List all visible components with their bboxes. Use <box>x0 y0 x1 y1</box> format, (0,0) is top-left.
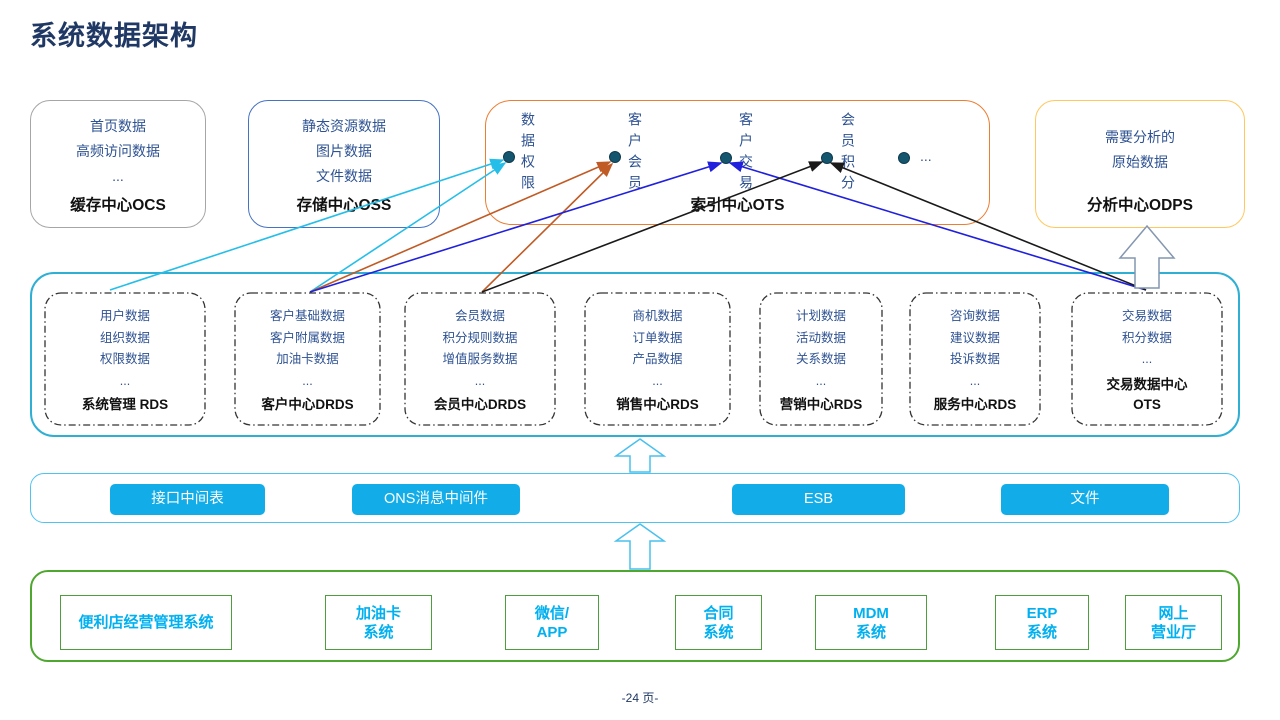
middleware-ons-message: ONS消息中间件 <box>352 484 520 515</box>
store-label: 交易数据中心 OTS <box>1106 377 1188 412</box>
cache-center-ocs-box: 首页数据 高频访问数据 ... 缓存中心OCS <box>30 100 206 228</box>
index-column-customer-transaction: 客户交易 <box>738 112 754 196</box>
store-lines: 交易数据 积分数据 ... <box>1121 309 1172 366</box>
system-mdm: MDM 系统 <box>815 595 927 650</box>
middleware-interface-table: 接口中间表 <box>110 484 265 515</box>
middleware-file: 文件 <box>1001 484 1169 515</box>
store-lines: 客户基础数据 客户附属数据 加油卡数据 ... <box>269 309 345 388</box>
system-convenience-store: 便利店经营管理系统 <box>60 595 232 650</box>
ocs-data-lines: 首页数据 高频访问数据 ... <box>76 118 160 184</box>
store-label: 系统管理 RDS <box>81 397 169 412</box>
index-bullet-member-points <box>821 152 833 164</box>
block-arrow-sources-to-middleware <box>613 523 667 570</box>
store-label: 服务中心RDS <box>933 397 1017 412</box>
index-bullet-customer-member <box>609 151 621 163</box>
store-label: 会员中心DRDS <box>433 397 527 412</box>
storage-center-oss-box: 静态资源数据 图片数据 文件数据 存储中心OSS <box>248 100 440 228</box>
index-bullet-more <box>898 152 910 164</box>
page-number: -24 页- <box>621 691 659 705</box>
store-system-mgmt-rds: 用户数据 组织数据 权限数据 ... 系统管理 RDS <box>45 293 205 425</box>
ots-label: 索引中心OTS <box>690 197 785 214</box>
store-lines: 咨询数据 建议数据 投诉数据 ... <box>949 309 1000 388</box>
store-lines: 会员数据 积分规则数据 增值服务数据 ... <box>442 309 518 388</box>
store-lines: 商机数据 订单数据 产品数据 ... <box>632 309 683 388</box>
analysis-center-odps-box: 需要分析的 原始数据 分析中心ODPS <box>1035 100 1245 228</box>
system-online-hall: 网上 营业厅 <box>1125 595 1222 650</box>
system-erp: ERP 系统 <box>995 595 1089 650</box>
oss-label: 存储中心OSS <box>296 197 392 214</box>
store-marketing-center-rds: 计划数据 活动数据 关系数据 ... 营销中心RDS <box>760 293 882 425</box>
page-title: 系统数据架构 <box>30 21 198 51</box>
store-member-center-drds: 会员数据 积分规则数据 增值服务数据 ... 会员中心DRDS <box>405 293 555 425</box>
index-bullet-customer-transaction <box>720 152 732 164</box>
store-transaction-data-center-ots: 交易数据 积分数据 ... 交易数据中心 OTS <box>1072 293 1222 425</box>
index-column-member-points: 会员积分 <box>840 112 856 196</box>
index-bullet-data-permission <box>503 151 515 163</box>
store-label: 销售中心RDS <box>616 397 699 412</box>
system-contract: 合同 系统 <box>675 595 762 650</box>
odps-label: 分析中心ODPS <box>1087 197 1193 214</box>
system-wechat-app: 微信/ APP <box>505 595 599 650</box>
index-column-customer-member: 客户会员 <box>627 112 643 196</box>
store-lines: 计划数据 活动数据 关系数据 ... <box>795 309 846 388</box>
index-column-data-permission: 数据权限 <box>520 112 536 196</box>
store-label: 客户中心DRDS <box>261 397 354 412</box>
oss-data-lines: 静态资源数据 图片数据 文件数据 <box>302 118 386 184</box>
odps-data-lines: 需要分析的 原始数据 <box>1105 129 1175 170</box>
middleware-esb: ESB <box>732 484 905 515</box>
block-arrow-middleware-to-stores <box>613 438 667 473</box>
store-lines: 用户数据 组织数据 权限数据 ... <box>99 309 150 388</box>
index-column-more: ... <box>920 148 932 164</box>
system-fuel-card: 加油卡 系统 <box>325 595 432 650</box>
ocs-label: 缓存中心OCS <box>70 197 166 214</box>
store-customer-center-drds: 客户基础数据 客户附属数据 加油卡数据 ... 客户中心DRDS <box>235 293 380 425</box>
store-service-center-rds: 咨询数据 建议数据 投诉数据 ... 服务中心RDS <box>910 293 1040 425</box>
store-sales-center-rds: 商机数据 订单数据 产品数据 ... 销售中心RDS <box>585 293 730 425</box>
store-label: 营销中心RDS <box>779 397 863 412</box>
